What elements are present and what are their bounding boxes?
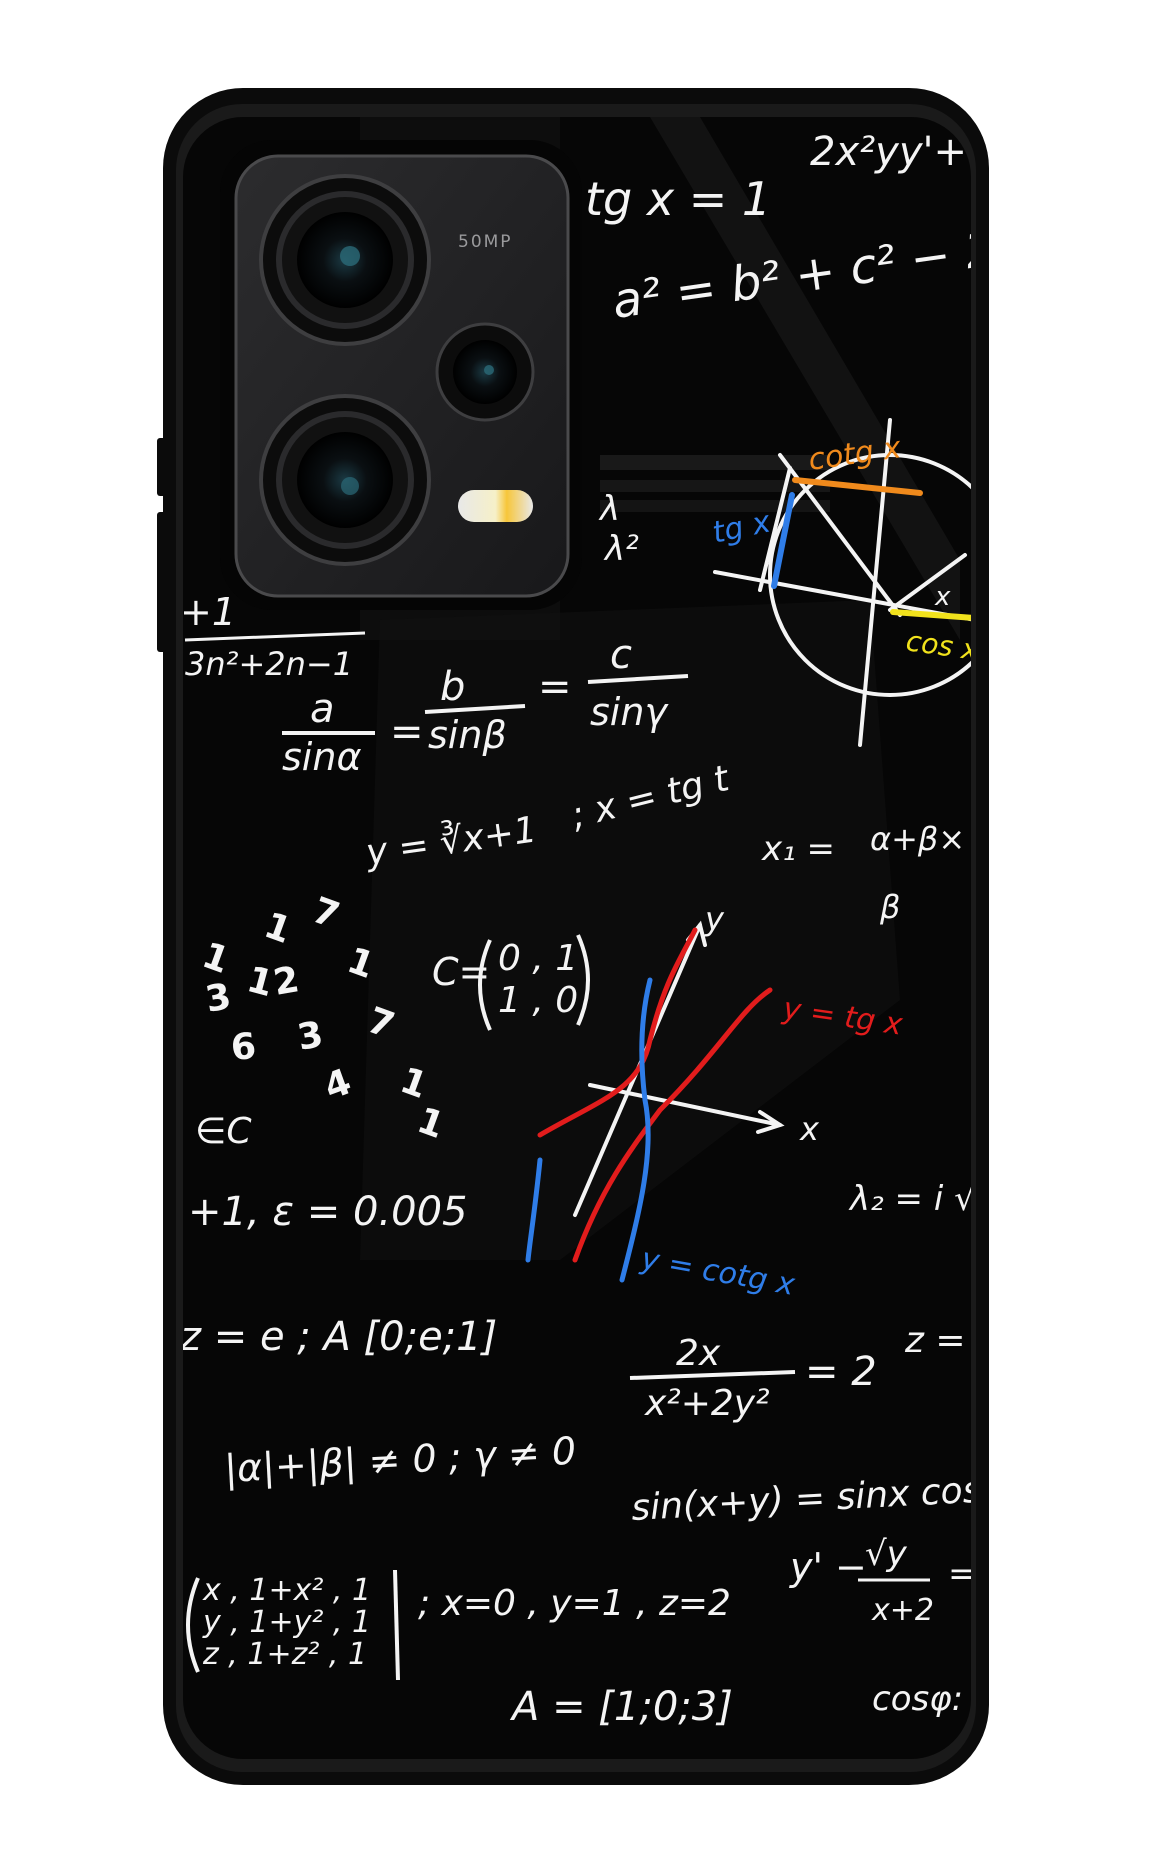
- svg-text:=: =: [538, 664, 572, 710]
- camera-module: 50MP: [220, 140, 582, 610]
- side-button: [157, 512, 166, 652]
- svg-text:x , 1+x² , 1: x , 1+x² , 1: [202, 1573, 371, 1608]
- formula-z-e: z = e ; A [0;e;1]: [179, 1314, 497, 1360]
- formula-lambda2: λ₂ = i √: [848, 1179, 976, 1219]
- svg-text:sinα: sinα: [282, 735, 362, 779]
- formula-beta: β: [879, 888, 900, 926]
- matrix-c: C= 0 , 1 1 , 0: [432, 934, 590, 1031]
- svg-text:=: =: [390, 709, 424, 755]
- macro-lens: [435, 322, 535, 422]
- formula-xyz-values: ; x=0 , y=1 , z=2: [418, 1583, 731, 1624]
- svg-text:z , 1+z² , 1: z , 1+z² , 1: [202, 1637, 367, 1672]
- svg-text:y , 1+y² , 1: y , 1+y² , 1: [202, 1605, 371, 1640]
- svg-text:b: b: [440, 664, 465, 710]
- formula-epsilon: +1, ε = 0.005: [188, 1189, 467, 1235]
- formula-x-plus2: x+2: [871, 1593, 934, 1628]
- formula-eq-tail: =: [948, 1554, 977, 1594]
- flash-led: [458, 490, 533, 522]
- formula-alpha-beta: α+β×: [870, 820, 965, 858]
- svg-text:x²+2y²: x²+2y²: [644, 1383, 770, 1424]
- svg-text:1 , 0: 1 , 0: [498, 980, 578, 1021]
- svg-text:0 , 1: 0 , 1: [498, 938, 578, 979]
- formula-a-vector: A = [1;0;3]: [509, 1684, 733, 1730]
- tg-segment: [771, 492, 795, 589]
- formula-tg-x: tg x = 1: [585, 172, 771, 226]
- tg-cotg-graph: [525, 920, 785, 1283]
- formula-z-eq2: z =: [904, 1320, 966, 1361]
- ultrawide-lens: [259, 394, 431, 566]
- formula-x1: x₁ =: [761, 829, 835, 869]
- formula-lambda-sq: λ²: [603, 529, 639, 569]
- svg-text:sinβ: sinβ: [428, 713, 507, 757]
- formula-sqrt-y: √y: [865, 1534, 908, 1574]
- formula-yprime: y' −: [789, 1545, 867, 1589]
- label-x-axis: x: [799, 1110, 820, 1148]
- sine-rule: a sinα = b sinβ = c sinγ: [282, 632, 689, 779]
- main-lens: [259, 174, 431, 346]
- formula-series-top: +1: [180, 590, 236, 634]
- series-bar: [184, 631, 366, 642]
- formula-lambda: λ: [598, 489, 620, 529]
- formula-cos-phi: cosφ:: [872, 1679, 963, 1719]
- svg-text:= 2: = 2: [805, 1349, 877, 1395]
- svg-text:6: 6: [229, 1026, 258, 1069]
- svg-text:a: a: [310, 686, 335, 732]
- matrix-xyz: x , 1+x² , 1 y , 1+y² , 1 z , 1+z² , 1: [186, 1569, 400, 1681]
- svg-text:c: c: [610, 632, 632, 678]
- svg-text:sinγ: sinγ: [590, 690, 669, 734]
- svg-text:2x: 2x: [676, 1333, 721, 1374]
- megapixel-label: 50MP: [458, 232, 513, 252]
- cotg-segment: [792, 477, 923, 496]
- side-button: [157, 438, 166, 496]
- label-x-small: x: [934, 582, 951, 612]
- formula-derivative: 2x²yy'+: [810, 129, 967, 175]
- formula-fraction-eq: 2x x²+2y² = 2: [629, 1333, 877, 1424]
- cos-segment: [890, 609, 971, 621]
- formula-series-den: 3n²+2n−1: [185, 645, 353, 683]
- formula-in-c: ∈C: [195, 1111, 252, 1152]
- label-y-axis: y: [704, 900, 725, 938]
